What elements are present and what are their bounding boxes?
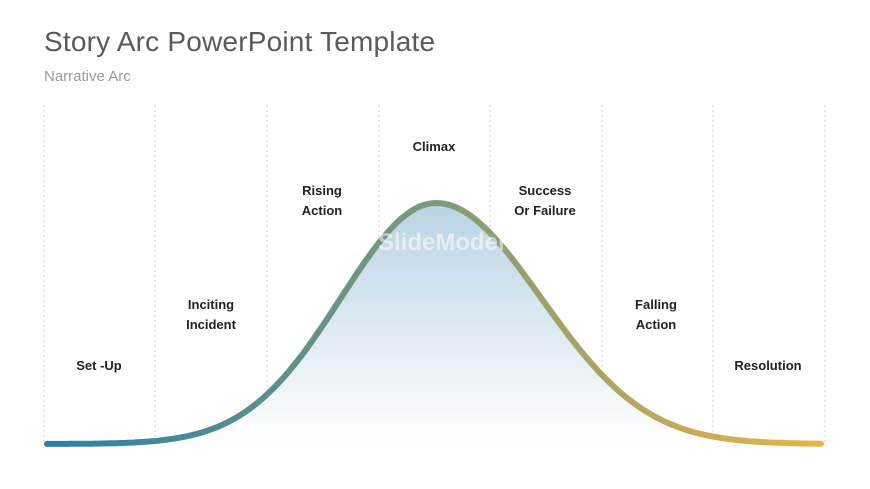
arc-fill-area: [47, 203, 822, 444]
stage-label-rising-action: Rising Action: [301, 183, 343, 218]
slide-title: Story Arc PowerPoint Template: [44, 26, 436, 57]
stage-label-resolution: Resolution: [734, 358, 802, 373]
slide-subtitle: Narrative Arc: [44, 68, 131, 85]
stage-label-inciting-incident: Inciting Incident: [186, 297, 236, 332]
stage-label-success-or-failure: Success Or Failure: [514, 183, 576, 218]
stage-label-climax: Climax: [412, 139, 456, 154]
stage-label-set-up: Set -Up: [76, 358, 122, 373]
stage-dividers: [43, 105, 826, 445]
arc-curve: [44, 199, 824, 447]
stage-label-falling-action: Falling Action: [635, 297, 677, 332]
watermark: SlideModel: [378, 229, 505, 256]
